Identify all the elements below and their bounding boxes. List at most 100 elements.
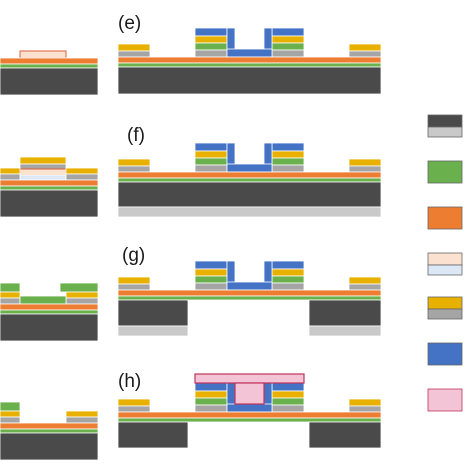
legend-swatch-orange-layer	[427, 206, 463, 230]
peach-layer	[19, 168, 67, 176]
substrate	[308, 299, 382, 327]
green-layer	[0, 401, 21, 412]
panel-label-g: (g)	[122, 245, 146, 266]
legend-swatch-substrate-top	[427, 114, 463, 128]
legend-swatch-peach-layer-top	[427, 252, 463, 266]
light-blue-layer	[19, 174, 67, 181]
light-substrate	[117, 325, 189, 337]
gray-pad	[65, 297, 99, 305]
gray-pad	[271, 282, 305, 291]
blue-bottom	[226, 403, 273, 413]
substrate	[117, 421, 189, 449]
gray-pad	[117, 165, 151, 173]
gold-pad	[194, 268, 228, 277]
substrate	[117, 66, 382, 95]
substrate	[308, 421, 382, 449]
green-layer	[117, 177, 382, 183]
pink-fill	[234, 382, 265, 405]
gray-pad	[117, 50, 151, 58]
gray-pad	[0, 297, 21, 305]
gray-pad	[271, 404, 305, 413]
panel-h	[117, 373, 382, 449]
panel-g	[117, 260, 382, 337]
blue-arm-right	[271, 142, 305, 152]
left-panel-1	[0, 50, 99, 96]
legend-swatch-metal-stack-top	[427, 296, 463, 310]
gold-pad	[194, 390, 228, 399]
orange-layer	[0, 303, 99, 311]
orange-layer	[0, 179, 99, 187]
green-layer	[0, 309, 99, 315]
gray-pad	[348, 165, 382, 173]
blue-arm-left	[194, 142, 228, 152]
gray-pad	[348, 50, 382, 58]
green-layer	[0, 428, 99, 434]
orange-layer	[0, 57, 99, 65]
gold-pad	[117, 398, 151, 407]
substrate	[0, 189, 99, 218]
gray-pad	[194, 282, 228, 291]
light-substrate	[308, 325, 382, 337]
gray-pad	[194, 49, 228, 58]
legend-swatch-peach-layer-bottom	[427, 264, 463, 276]
gold-pad	[65, 167, 99, 175]
gold-pad	[0, 410, 21, 418]
green-layer	[117, 417, 382, 423]
gray-pad	[0, 416, 21, 424]
left-panel-4	[0, 401, 99, 461]
light-substrate	[117, 206, 382, 218]
panel-f	[117, 142, 382, 218]
blue-arm-right	[271, 27, 305, 37]
blue-bottom	[226, 163, 273, 173]
panel-label-e: (e)	[118, 13, 142, 34]
gray-pad	[65, 173, 99, 181]
green-layer	[0, 185, 99, 191]
gray-pad	[271, 164, 305, 173]
gray-pad	[19, 163, 67, 170]
gold-pad	[65, 410, 99, 418]
orange-layer	[117, 171, 382, 179]
gold-pad	[271, 150, 305, 159]
green-layer	[194, 42, 228, 51]
blue-arm-left	[194, 260, 228, 270]
green-layer	[194, 397, 228, 406]
orange-layer	[117, 411, 382, 419]
gold-pad	[0, 291, 21, 299]
gold-pad	[271, 390, 305, 399]
green-layer	[194, 275, 228, 284]
legend-swatch-metal-stack-bottom	[427, 308, 463, 320]
green-layer	[117, 62, 382, 68]
blue-arm-left	[194, 382, 228, 392]
gray-pad	[117, 283, 151, 291]
legend-swatch-green-layer	[427, 160, 463, 184]
green-layer	[0, 282, 21, 293]
gray-pad	[117, 405, 151, 413]
panel-label-f: (f)	[127, 125, 145, 146]
green-fill	[19, 295, 67, 305]
pink-cap	[194, 373, 305, 384]
gold-pad	[0, 167, 21, 175]
legend-swatch-blue-layer	[427, 342, 463, 366]
green-layer	[194, 157, 228, 166]
gold-pad	[194, 35, 228, 44]
blue-arm-right	[271, 382, 305, 392]
orange-layer	[117, 56, 382, 64]
green-layer	[117, 295, 382, 301]
blue-bottom	[226, 281, 273, 291]
gray-pad	[194, 404, 228, 413]
left-panel-2	[0, 156, 99, 218]
gray-pad	[0, 173, 21, 181]
gold-pad	[194, 150, 228, 159]
substrate	[0, 313, 99, 342]
green-layer	[271, 397, 305, 406]
green-layer	[271, 157, 305, 166]
green-layer	[59, 282, 99, 293]
orange-layer	[0, 422, 99, 430]
gold-pad	[348, 158, 382, 167]
gold-pad	[348, 43, 382, 52]
orange-layer	[117, 289, 382, 297]
legend-swatch-substrate-bottom	[427, 126, 463, 138]
gold-pad	[117, 43, 151, 52]
gray-pad	[348, 283, 382, 291]
gold-pad	[271, 35, 305, 44]
